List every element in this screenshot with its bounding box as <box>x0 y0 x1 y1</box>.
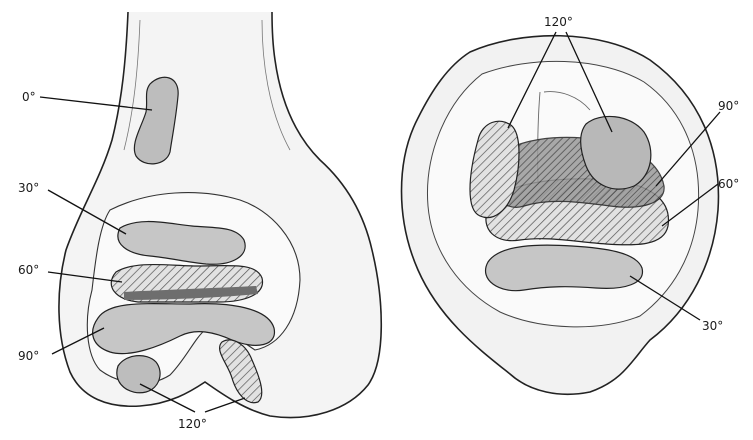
label-patella-30: 30° <box>702 319 723 333</box>
label-femur-90: 90° <box>18 349 39 363</box>
label-patella-60: 60° <box>718 177 739 191</box>
patella-contact-30 <box>486 245 643 291</box>
label-femur-60: 60° <box>18 263 39 277</box>
label-patella-90: 90° <box>718 99 739 113</box>
label-patella-120: 120° <box>544 15 573 29</box>
femur-contact-120-medial <box>117 356 160 393</box>
label-femur-30: 30° <box>18 181 39 195</box>
label-femur-120: 120° <box>178 417 207 431</box>
femur-diagram: 0° 30° 60° 90° 120° <box>18 12 381 431</box>
patella-diagram: 120° 90° 60° 30° <box>402 15 740 394</box>
label-femur-0: 0° <box>22 90 36 104</box>
leader-line <box>205 398 245 412</box>
